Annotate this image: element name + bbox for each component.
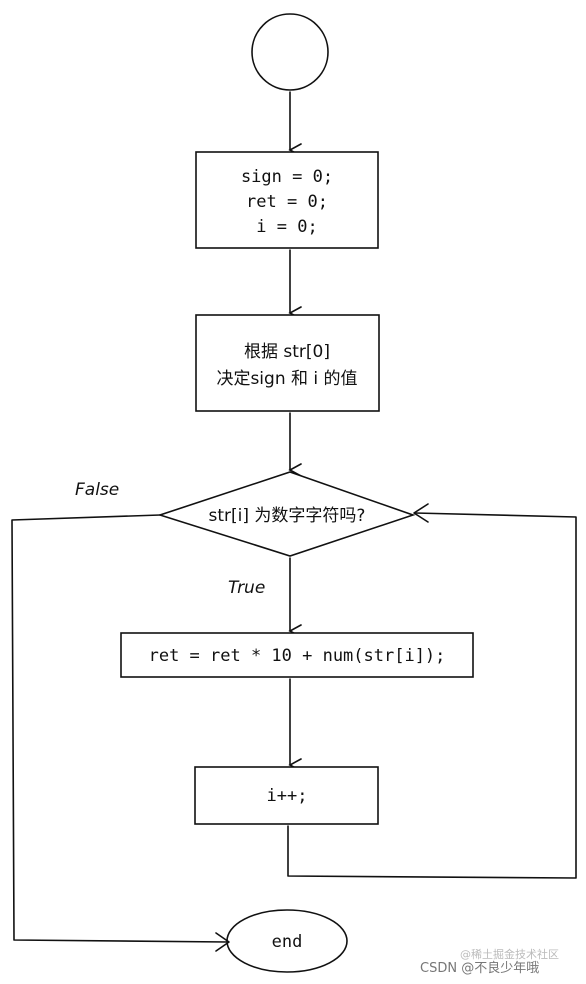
end-label: end xyxy=(272,932,303,952)
decision-label: str[i] 为数字字符吗? xyxy=(209,506,366,526)
increment-label: i++; xyxy=(267,786,308,806)
sign-line-1: 根据 str[0] xyxy=(244,342,330,362)
sign-line-2: 决定sign 和 i 的值 xyxy=(216,369,357,389)
arrowhead-end-node xyxy=(215,932,230,952)
init-box xyxy=(195,151,379,249)
init-line-i: i = 0; xyxy=(256,217,317,237)
accumulate-box xyxy=(120,632,474,678)
decision-diamond xyxy=(157,471,416,557)
start-node xyxy=(251,13,329,91)
arrow-false-to-end xyxy=(11,514,229,943)
increment-box xyxy=(194,766,379,825)
edge-label-false: False xyxy=(75,480,119,500)
arrowhead-loop-back xyxy=(413,503,429,523)
accumulate-label: ret = ret * 10 + num(str[i]); xyxy=(149,646,446,666)
arrow-loop-back xyxy=(287,512,577,879)
init-line-sign: sign = 0; xyxy=(241,167,333,187)
edge-label-true: True xyxy=(228,578,265,598)
init-line-ret: ret = 0; xyxy=(246,192,328,212)
watermark-faint: @稀土掘金技术社区 xyxy=(460,947,559,961)
sign-box xyxy=(195,314,380,412)
watermark-main: CSDN @不良少年哦 xyxy=(420,960,539,976)
